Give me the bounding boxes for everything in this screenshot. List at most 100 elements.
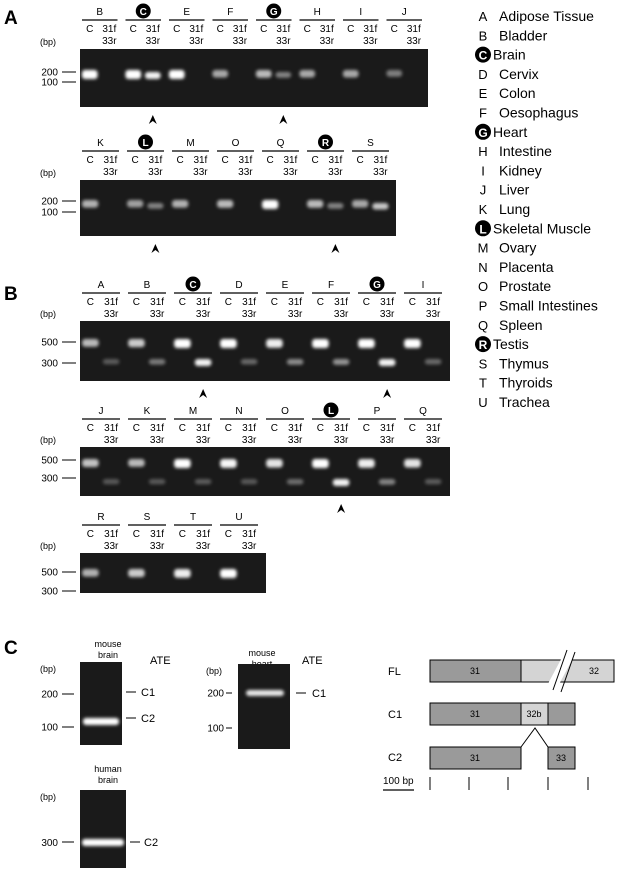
gel-band-splice <box>275 72 292 78</box>
lane-primer-label: 33r <box>148 167 163 178</box>
legend-letter: R <box>479 338 488 352</box>
gel-band-control <box>220 569 237 578</box>
circled-lane-marker <box>318 134 333 150</box>
isoform-label: C1 <box>312 688 326 700</box>
lane-tissue-letter: E <box>282 280 289 291</box>
lane-control-label: C <box>179 297 186 308</box>
size-marker-label: 100 <box>41 78 58 89</box>
gel-band-control <box>299 70 316 78</box>
legend-letter: J <box>480 183 487 198</box>
legend-label: Ovary <box>499 240 536 256</box>
circled-lane-marker <box>135 3 151 19</box>
lane-primer-label: 33r <box>196 309 211 320</box>
gel-band-splice <box>332 479 350 486</box>
legend-letter: L <box>479 222 486 236</box>
lane-tissue-letter: S <box>367 138 374 149</box>
circled-lane-marker <box>323 402 339 418</box>
isoform-label: C2 <box>144 837 158 849</box>
gel-band-splice <box>102 479 120 485</box>
gel-image <box>80 447 450 496</box>
bp-unit-label: (bp) <box>40 435 56 445</box>
size-marker-label: 500 <box>41 338 58 349</box>
lane-primer-label: 31f <box>189 24 203 35</box>
panel-letter: A <box>4 8 18 29</box>
lane-control-label: C <box>222 155 229 166</box>
legend-label: Small Intestines <box>499 298 598 314</box>
lane-primer-label: 33r <box>276 36 291 47</box>
gel-band-splice <box>194 359 212 366</box>
legend-label: Spleen <box>499 317 543 333</box>
gel-band-splice <box>148 359 166 365</box>
lane-control-label: C <box>87 297 94 308</box>
lane-primer-label: 33r <box>334 435 349 446</box>
arrowhead-marker <box>148 115 157 124</box>
lane-control-label: C <box>317 297 324 308</box>
lane-primer-label: 33r <box>407 36 422 47</box>
lane-tissue-letter: S <box>144 512 151 523</box>
lane-primer-label: 31f <box>242 529 256 540</box>
panel-letter: C <box>4 638 18 659</box>
lane-primer-label: 31f <box>334 423 348 434</box>
gel-band-splice <box>332 359 350 365</box>
gel-band-splice <box>378 359 396 366</box>
circled-lane-marker <box>266 3 282 19</box>
exon-label: 31 <box>470 709 480 719</box>
circled-lane-marker <box>138 134 153 150</box>
lane-tissue-letter: B <box>96 7 103 18</box>
lane-control-label: C <box>363 297 370 308</box>
bp-unit-label: (bp) <box>40 792 56 802</box>
lane-primer-label: 33r <box>196 541 211 552</box>
size-marker-label: 100 <box>41 723 58 734</box>
lane-primer-label: 31f <box>104 529 118 540</box>
lane-primer-label: 33r <box>242 435 257 446</box>
arrowhead-marker <box>199 389 208 398</box>
gel-band-control <box>128 339 145 348</box>
size-marker-label: 200 <box>41 197 58 208</box>
gel-band-control <box>220 459 237 468</box>
legend-letter: M <box>478 241 489 256</box>
lane-tissue-letter: R <box>322 138 330 149</box>
gel-band-splice <box>286 479 304 485</box>
size-marker-label: 200 <box>41 690 58 701</box>
circled-lane-marker <box>185 276 201 292</box>
gel-band-control <box>212 70 229 78</box>
gel-band-control <box>404 459 421 468</box>
lane-tissue-letter: N <box>235 406 242 417</box>
gel-band-control <box>127 200 144 208</box>
gel-band-control <box>312 459 329 468</box>
lane-control-label: C <box>177 155 184 166</box>
gel-band <box>83 718 119 725</box>
lane-primer-label: 31f <box>407 24 421 35</box>
lane-control-label: C <box>304 24 311 35</box>
gel-band-control <box>307 200 324 208</box>
lane-tissue-letter: O <box>281 406 289 417</box>
lane-tissue-letter: D <box>235 280 242 291</box>
axis-break-line <box>552 649 568 691</box>
legend-letter: D <box>478 67 487 82</box>
legend-label: Heart <box>493 124 527 140</box>
lane-primer-label: 33r <box>104 541 119 552</box>
gel-band-control <box>128 459 145 467</box>
lane-primer-label: 31f <box>373 155 387 166</box>
legend-label: Placenta <box>499 259 554 275</box>
lane-control-label: C <box>87 529 94 540</box>
sample-label: brain <box>98 650 118 660</box>
gel-band-control <box>82 459 99 467</box>
lane-primer-label: 33r <box>104 435 119 446</box>
gel-band-splice <box>378 479 396 485</box>
bp-unit-label: (bp) <box>40 664 56 674</box>
legend-letter: B <box>479 28 488 43</box>
lane-primer-label: 31f <box>196 297 210 308</box>
legend-letter: A <box>479 9 488 24</box>
axis-break <box>548 651 574 689</box>
gel-band-control <box>82 200 99 208</box>
